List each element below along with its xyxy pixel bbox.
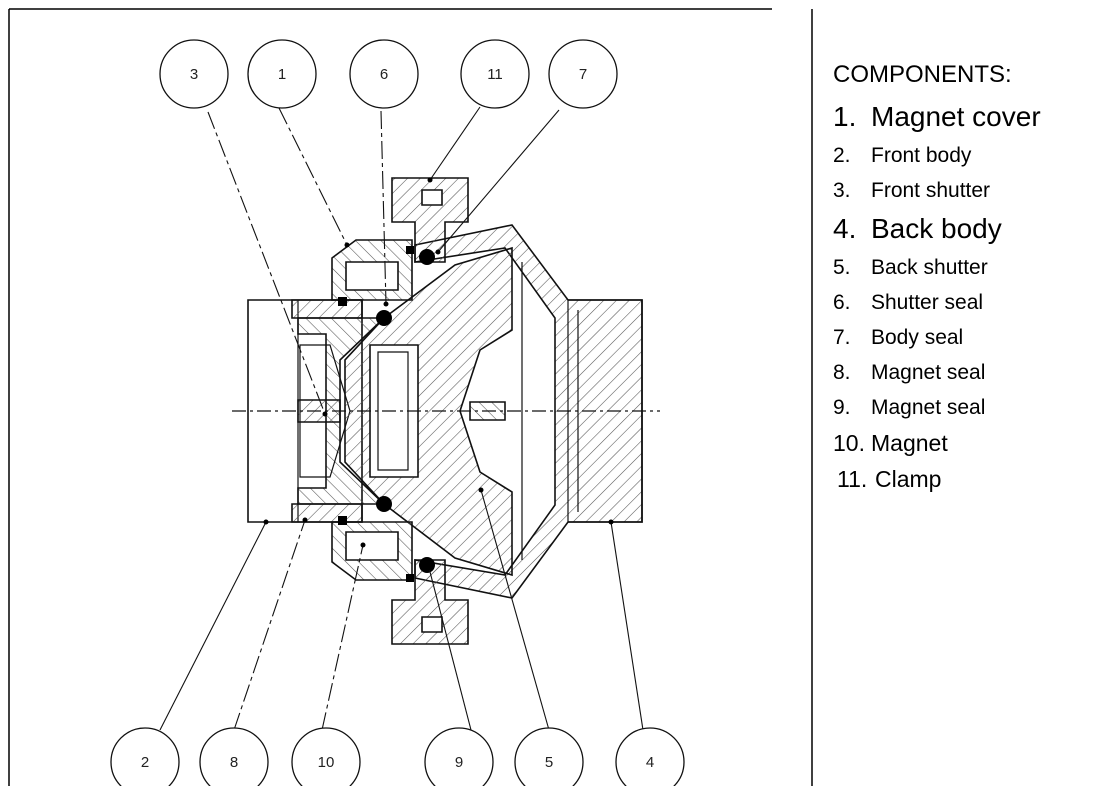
- legend-item-number: 4.: [833, 213, 857, 244]
- legend-item: 1. Magnet cover: [833, 96, 1103, 138]
- balloon-2-label: 2: [141, 754, 149, 771]
- legend-item: 3. Front shutter: [833, 173, 1103, 208]
- legend-item-number: 11.: [837, 466, 868, 492]
- balloon-6: 6: [349, 39, 419, 109]
- balloon-1: 1: [247, 39, 317, 109]
- balloon-10: 10: [291, 727, 361, 786]
- valve-cross-section: [232, 177, 660, 645]
- legend-item: 6. Shutter seal: [833, 285, 1103, 320]
- balloon-9: 9: [424, 727, 494, 786]
- legend-item-label: Clamp: [875, 466, 942, 492]
- legend-item-label: Body seal: [871, 326, 964, 349]
- legend-item: 2. Front body: [833, 138, 1103, 173]
- legend-item-label: Front body: [871, 144, 972, 167]
- legend-item-label: Front shutter: [871, 179, 991, 202]
- legend-item-number: 3.: [833, 179, 851, 202]
- balloon-5: 5: [514, 727, 584, 786]
- legend-item: 7. Body seal: [833, 320, 1103, 355]
- balloon-6-label: 6: [380, 66, 388, 83]
- table-frame: [8, 8, 813, 786]
- balloon-11-label: 11: [487, 66, 503, 83]
- legend-item-number: 9.: [833, 396, 851, 419]
- legend-title: COMPONENTS:: [833, 61, 1012, 88]
- legend-item-number: 7.: [833, 326, 851, 349]
- balloon-7-label: 7: [579, 66, 587, 83]
- legend-item-number: 1.: [833, 101, 857, 132]
- legend-item-number: 5.: [833, 256, 851, 279]
- legend-item: 11. Clamp: [833, 461, 1103, 497]
- balloon-8: 8: [199, 727, 269, 786]
- legend-item: 10.Magnet: [833, 425, 1103, 461]
- legend-list: 1. Magnet cover 2. Front body 3. Front shut…: [833, 96, 1103, 497]
- balloon-5-label: 5: [545, 754, 553, 771]
- legend-item-label: Magnet seal: [871, 361, 986, 384]
- balloon-8-label: 8: [230, 754, 238, 771]
- balloon-3: 3: [159, 39, 229, 109]
- legend-item-label: Magnet cover: [871, 101, 1041, 132]
- leader-dots: [263, 177, 614, 571]
- legend-item-label: Shutter seal: [871, 291, 984, 314]
- leader-lines: [159, 106, 644, 731]
- legend-item: 4. Back body: [833, 208, 1103, 250]
- legend-item-number: 2.: [833, 144, 851, 167]
- legend-item-number: 6.: [833, 291, 851, 314]
- balloon-2: 2: [110, 727, 180, 786]
- legend-item-number: 8.: [833, 361, 851, 384]
- balloon-7: 7: [548, 39, 618, 109]
- components-legend: COMPONENTS: 1. Magnet cover 2. Front body …: [833, 60, 1103, 497]
- legend-item-label: Magnet: [871, 430, 948, 456]
- balloon-1-label: 1: [278, 66, 286, 83]
- legend-item: 5. Back shutter: [833, 250, 1103, 285]
- legend-item-label: Back body: [871, 213, 1002, 244]
- legend-item: 9. Magnet seal: [833, 390, 1103, 425]
- balloon-9-label: 9: [455, 754, 463, 771]
- balloon-3-label: 3: [190, 66, 198, 83]
- legend-item-label: Back shutter: [871, 256, 988, 279]
- balloon-11: 11: [460, 39, 530, 109]
- seals: [338, 246, 435, 582]
- clamp-part: [391, 177, 469, 645]
- balloon-4: 4: [615, 727, 685, 786]
- balloon-10-label: 10: [318, 754, 335, 771]
- balloon-4-label: 4: [646, 754, 654, 771]
- legend-item: 8. Magnet seal: [833, 355, 1103, 390]
- legend-item-label: Magnet seal: [871, 396, 986, 419]
- legend-item-number: 10.: [833, 430, 865, 456]
